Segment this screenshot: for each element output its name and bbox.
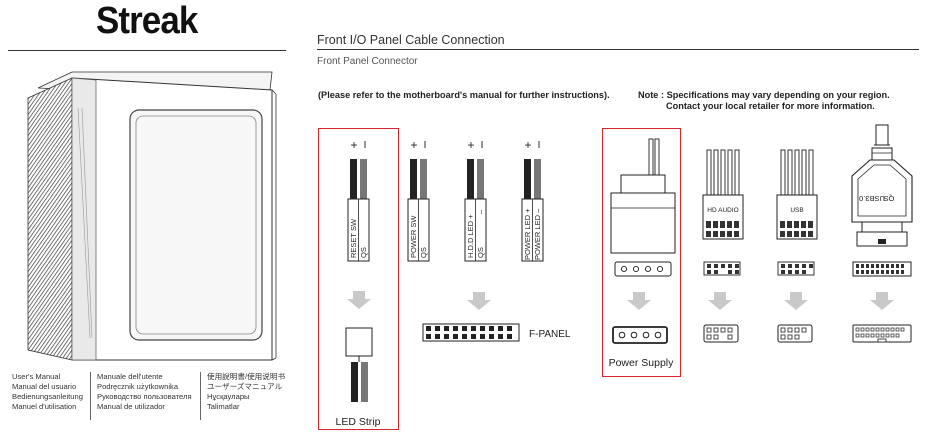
region-note: Note : Specifications may vary depending… bbox=[638, 90, 890, 112]
usb-label: USB bbox=[790, 207, 803, 214]
led-strip-label: LED Strip bbox=[336, 416, 381, 428]
reset-sw-connector: + I RESET SW QS bbox=[347, 138, 370, 262]
f-panel-label: F-PANEL bbox=[529, 329, 571, 340]
svg-text:I: I bbox=[538, 140, 541, 151]
svg-text:I: I bbox=[481, 140, 484, 151]
header-rule-left bbox=[8, 50, 286, 51]
arrow-led bbox=[347, 291, 371, 309]
svg-text:+: + bbox=[524, 138, 531, 152]
power-supply-label: Power Supply bbox=[609, 357, 675, 369]
arrow-fpanel bbox=[467, 292, 491, 310]
usb3-qs-label: QS bbox=[884, 194, 895, 203]
hd-audio-connector bbox=[702, 149, 744, 343]
power-sw-connector: + I POWER SW QS bbox=[407, 138, 430, 262]
power-led-connector: + I POWER LED + POWER LED – bbox=[521, 138, 544, 262]
instruction-note: (Please refer to the motherboard's manua… bbox=[318, 90, 610, 100]
arrow-usb3 bbox=[870, 292, 894, 310]
hd-audio-label: HD AUDIO bbox=[707, 207, 738, 214]
svg-text:+: + bbox=[467, 138, 474, 152]
region-note-line2: Contact your local retailer for more inf… bbox=[666, 101, 875, 111]
reset-qs-label: QS bbox=[359, 247, 368, 258]
arrow-psu bbox=[627, 292, 651, 310]
usb-connector bbox=[776, 149, 818, 343]
svg-text:+: + bbox=[410, 138, 417, 152]
manual-languages-col1: User's Manual Manual del usuario Bedienu… bbox=[12, 372, 83, 411]
usb3-side-view bbox=[852, 261, 912, 277]
usb3-label: USB3.0 bbox=[859, 194, 885, 203]
hdd-minus-label: – bbox=[476, 209, 485, 214]
hdd-led-connector: + I H.D.D LED + QS – bbox=[464, 138, 487, 262]
hdd-led-label: H.D.D LED + bbox=[466, 214, 475, 258]
usb3-connector: USB3.0 QS bbox=[851, 124, 913, 343]
psu-header bbox=[612, 326, 668, 344]
usb3-header bbox=[852, 324, 912, 343]
page-title: Front I/O Panel Cable Connection bbox=[317, 33, 505, 47]
manual-separator-2 bbox=[200, 372, 201, 420]
led-strip-highlight-box bbox=[318, 128, 399, 430]
hdd-qs-label: QS bbox=[476, 247, 485, 258]
arrow-usb bbox=[784, 292, 808, 310]
manual-languages-col3: 使用說明書/使用说明书 ユーザーズマニュアル Нұсқаулары Talima… bbox=[207, 372, 286, 411]
svg-text:I: I bbox=[424, 140, 427, 151]
manual-separator-1 bbox=[90, 372, 91, 420]
page-subtitle: Front Panel Connector bbox=[317, 56, 418, 67]
f-panel-header bbox=[422, 323, 520, 342]
power-led-minus-label: POWER LED – bbox=[533, 208, 542, 260]
polarity-plus: + bbox=[350, 138, 357, 152]
manual-languages-col2: Manuale dell'utente Podręcznik użytkowni… bbox=[97, 372, 192, 411]
hd-audio-header bbox=[703, 324, 739, 343]
power-led-plus-label: POWER LED + bbox=[523, 208, 532, 260]
power-sw-label: POWER SW bbox=[409, 215, 418, 258]
reset-sw-label: RESET SW bbox=[349, 218, 358, 258]
down-arrows bbox=[347, 291, 894, 310]
polarity-minus: I bbox=[364, 140, 367, 151]
arrow-audio bbox=[708, 292, 732, 310]
header-rule-right bbox=[317, 49, 919, 50]
brand-logo: Streak bbox=[96, 0, 198, 42]
pc-case-illustration bbox=[27, 71, 277, 361]
power-qs-label: QS bbox=[419, 247, 428, 258]
molex-connector bbox=[610, 138, 676, 277]
region-note-line1: Note : Specifications may vary depending… bbox=[638, 90, 890, 100]
led-strip-connector bbox=[345, 327, 373, 402]
usb-header bbox=[777, 324, 813, 343]
power-supply-highlight-box bbox=[602, 128, 681, 377]
